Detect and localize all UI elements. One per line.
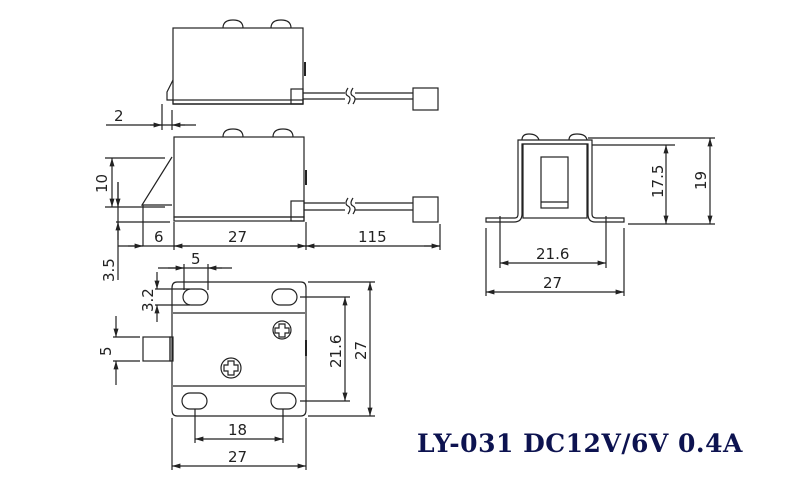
- dim-height-inner: 17.5: [649, 165, 667, 198]
- dim-hole-spacing: 21.6: [536, 245, 569, 263]
- dim-latch-offset: 2: [114, 107, 124, 125]
- product-title: LY-031 DC12V/6V 0.4A: [417, 429, 743, 458]
- dim-height-total: 19: [692, 171, 710, 190]
- dim-height-total-bottom: 27: [352, 341, 370, 360]
- bottom-view: [113, 264, 375, 470]
- dim-slot-width: 5: [191, 250, 201, 268]
- side-view: [105, 128, 441, 280]
- dim-hole-spacing-vertical: 21.6: [327, 335, 345, 368]
- front-view: [485, 133, 715, 296]
- dim-body-length: 27: [228, 228, 247, 246]
- dim-width-total-bottom: 27: [228, 448, 247, 466]
- dim-plunger-width: 5: [97, 346, 115, 356]
- dim-hole-spacing-horizontal: 18: [228, 421, 247, 439]
- top-side-view: [106, 19, 439, 130]
- dim-latch-length: 6: [154, 228, 164, 246]
- dim-latch-base: 3.5: [100, 258, 118, 282]
- dim-lead-length: 115: [358, 228, 387, 246]
- dim-slot-height: 3.2: [139, 288, 157, 312]
- dim-latch-height: 10: [93, 174, 111, 193]
- dim-width-total: 27: [543, 274, 562, 292]
